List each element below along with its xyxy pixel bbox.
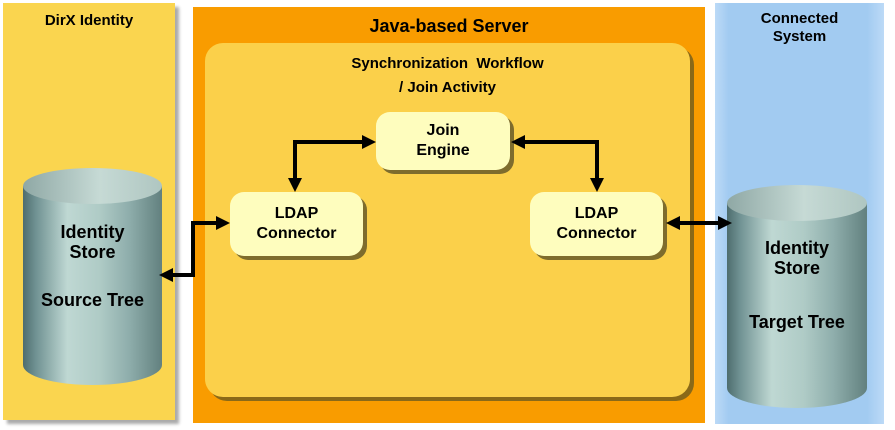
identity-store-label: Identity Store: [764, 238, 829, 278]
identity-store-target-cylinder: Identity Store Target Tree: [727, 185, 867, 408]
synchronization-workflow-box: Synchronization Workflow / Join Activity…: [205, 43, 690, 397]
panel-dirx-identity: DirX Identity Identity Store Source Tree: [3, 3, 175, 420]
identity-store-source-cylinder: Identity Store Source Tree: [23, 168, 162, 385]
target-tree-label: Target Tree: [749, 312, 845, 332]
workflow-title-line1: Synchronization Workflow: [351, 55, 544, 72]
connected-panel-title: Connected System: [760, 10, 839, 45]
identity-store-label: Identity Store: [60, 222, 125, 262]
workflow-title-line2: / Join Activity: [399, 79, 496, 96]
ldap-connector-left-node: LDAP Connector: [230, 192, 363, 256]
cylinder-top-ellipse: [23, 168, 162, 204]
cylinder-body: [23, 186, 162, 385]
server-panel-title: Java-based Server: [369, 16, 529, 36]
ldap-connector-right-node: LDAP Connector: [530, 192, 663, 256]
join-engine-node: Join Engine: [376, 112, 510, 170]
cylinder-top-ellipse: [727, 185, 867, 221]
dirx-panel-title: DirX Identity: [44, 12, 134, 29]
panel-java-based-server: Java-based Server Synchronization Workfl…: [193, 7, 705, 423]
panel-connected-system: Connected System Identity Store Target T…: [715, 3, 884, 424]
cylinder-body: [727, 203, 867, 408]
source-tree-label: Source Tree: [40, 290, 145, 310]
